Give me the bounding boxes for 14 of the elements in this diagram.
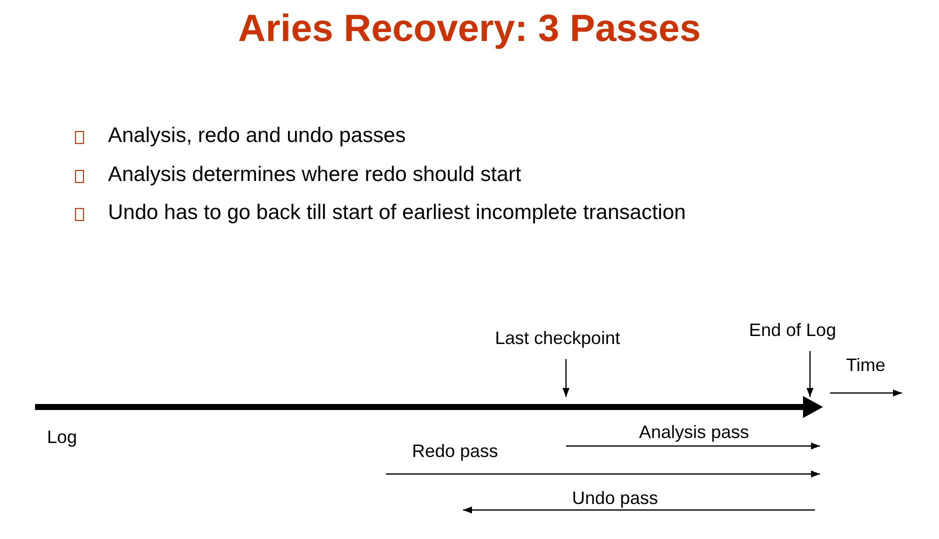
timeline-label: Log (47, 427, 78, 448)
pass-label: Undo pass (572, 488, 658, 509)
marker-label: End of Log (749, 320, 836, 341)
bullet-text: Analysis, redo and undo passes (108, 124, 406, 148)
axis-label: Time (846, 355, 886, 376)
leader-arrow (806, 351, 814, 397)
marker-label: Last checkpoint (495, 328, 620, 349)
pass-label: Redo pass (412, 441, 498, 462)
slide-title: Aries Recovery: 3 Passes (237, 8, 702, 51)
bullet-text: Analysis determines where redo should start (108, 163, 522, 187)
pass-label: Analysis pass (639, 422, 750, 443)
timeline-arrow (35, 396, 823, 418)
bullet-text: Undo has to go back till start of earliest incomplete transaction (108, 201, 686, 225)
leader-arrow (562, 359, 570, 397)
